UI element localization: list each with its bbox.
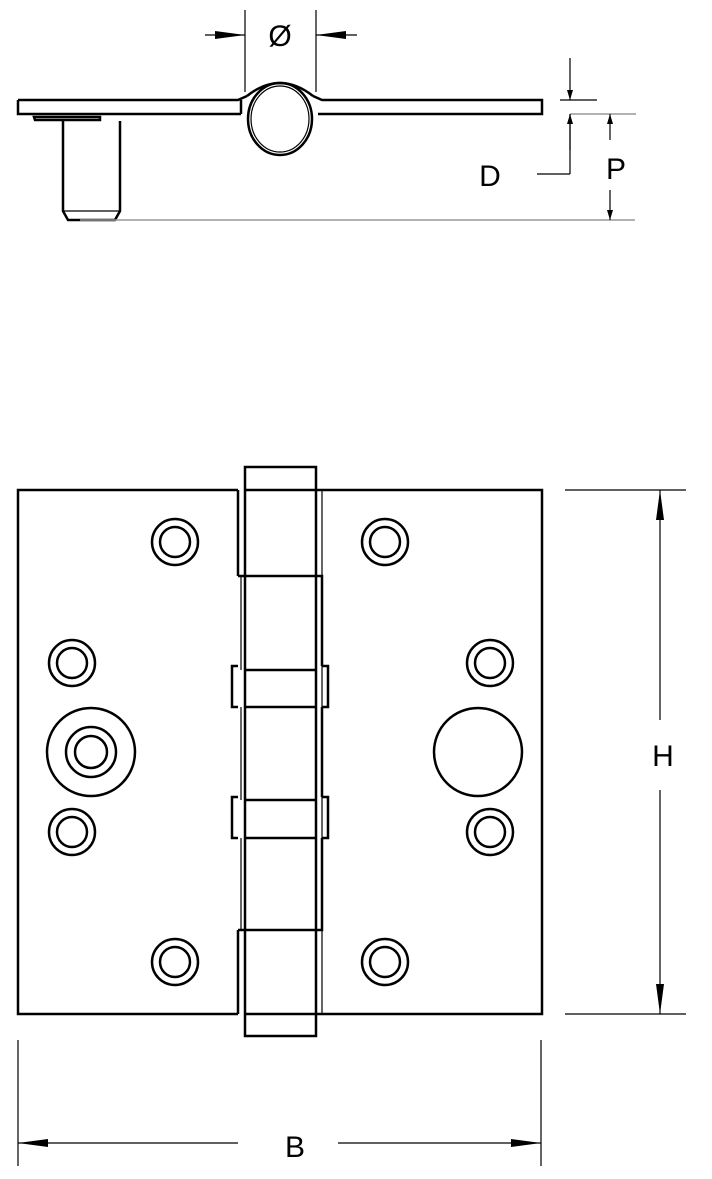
side-view: Ø D P — [16, 10, 636, 222]
height-label: H — [652, 740, 674, 773]
knuckle-profile — [246, 81, 314, 157]
knuckle-tab-lower — [230, 795, 330, 840]
projection-label: P — [606, 153, 626, 186]
screw-holes — [47, 517, 515, 987]
thickness-label: D — [479, 160, 501, 193]
knuckle — [243, 465, 318, 1038]
stud-hole — [432, 706, 524, 798]
hinge-leaves — [16, 488, 544, 1016]
width-label: B — [285, 1131, 305, 1164]
front-view: H B — [16, 465, 686, 1166]
hinge-leaf-profile — [16, 94, 544, 116]
reference-lines — [80, 113, 636, 221]
stud-boss — [45, 706, 137, 798]
diameter-label: Ø — [268, 20, 291, 53]
stud — [61, 121, 122, 222]
stud-flange — [32, 115, 102, 122]
knuckle-tab-upper — [230, 664, 330, 709]
